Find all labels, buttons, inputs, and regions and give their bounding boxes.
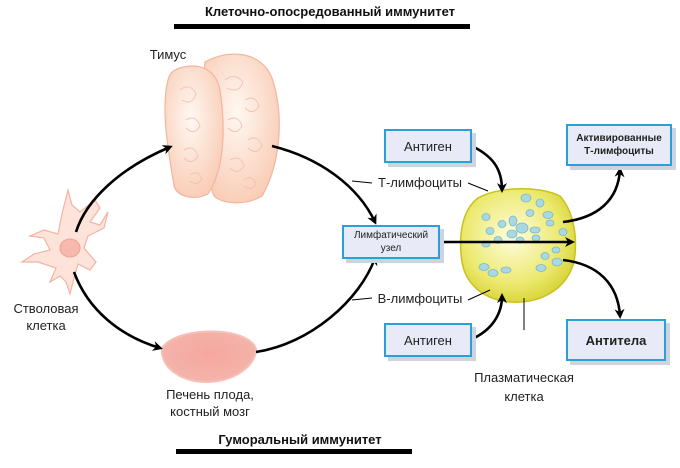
fetal-liver-label-line2: костный мозг: [170, 404, 250, 419]
antibodies-box: Антитела: [566, 319, 666, 361]
stem-cell-label-line2: клетка: [26, 318, 66, 333]
fetal-liver-label: Печень плода, костный мозг: [150, 386, 270, 420]
activated-t-line2: Т-лимфоциты: [584, 146, 654, 157]
plasma-cell-label: Плазматическая клетка: [464, 368, 584, 406]
fetal-liver-illustration: [160, 330, 258, 384]
lymph-node-line1: Лимфатический: [353, 230, 429, 241]
fetal-liver-label-line1: Печень плода,: [166, 387, 254, 402]
thymus-illustration: [164, 53, 280, 204]
antigen-bottom-box: Антиген: [384, 323, 472, 357]
arrow-stem-to-liver: [72, 271, 163, 351]
arrow-plasma-to-activated-t: [562, 167, 625, 224]
arrow-thymus-to-node: [271, 144, 377, 225]
thymus-label: Тимус: [149, 47, 187, 62]
leader-lines: [351, 180, 525, 330]
activated-t-lymphocytes-box: Активированные Т-лимфоциты: [566, 124, 672, 166]
antigen-top-box: Антиген: [384, 129, 472, 163]
cell-mediated-heading: Клеточно-опосредованный иммунитет: [204, 4, 456, 19]
b-lymphocytes-label: В-лимфоциты: [377, 291, 463, 306]
arrow-antigen-top-to-plasma: [471, 144, 507, 193]
stem-cell-label-line1: Стволовая: [13, 301, 79, 316]
plasma-cell-label-line1: Плазматическая: [474, 370, 574, 385]
arrow-stem-to-thymus: [74, 145, 173, 233]
t-lymphocytes-label: Т-лимфоциты: [378, 175, 462, 190]
lymph-node-line2: узел: [380, 243, 402, 254]
arrow-antigen-bottom-to-plasma: [471, 293, 507, 341]
arrows: [72, 144, 625, 354]
stem-cell-illustration: [20, 187, 109, 297]
cell-mediated-underline: [174, 24, 470, 29]
lymph-node-box: Лимфатический узел: [342, 225, 440, 259]
humoral-underline: [176, 449, 412, 454]
humoral-heading: Гуморальный иммунитет: [218, 432, 382, 447]
plasma-cell-illustration: [459, 188, 577, 303]
plasma-cell-label-line2: клетка: [504, 389, 544, 404]
arrow-plasma-to-antibodies: [562, 258, 625, 319]
stem-cell-label: Стволовая клетка: [6, 300, 86, 334]
arrow-liver-to-node: [255, 255, 378, 354]
vesicles: [478, 193, 568, 277]
activated-t-line1: Активированные: [576, 133, 662, 144]
